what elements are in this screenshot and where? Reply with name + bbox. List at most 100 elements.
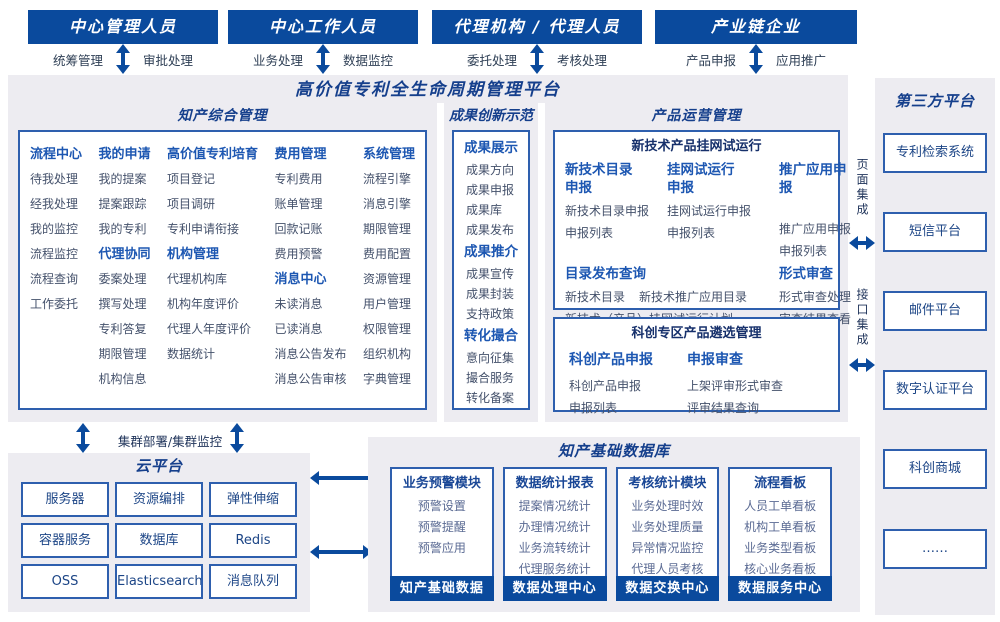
- group-title: 成果展示: [464, 140, 518, 156]
- menu-group-items: 上架评审形式审查评审结果查询: [687, 375, 783, 419]
- menu-item: 流程引擎: [362, 172, 411, 186]
- actor-sub-row: 产品申报 应用推广: [655, 44, 857, 74]
- module-items: 提案情况统计办理情况统计业务流转统计代理服务统计: [505, 496, 605, 580]
- actor-agency: 代理机构 / 代理人员 委托处理 考核处理: [432, 10, 642, 74]
- group-title: 目录发布查询: [565, 266, 646, 282]
- menu-item: 新技术目录: [565, 290, 626, 304]
- vertical-double-arrow-icon: [81, 432, 85, 444]
- menu-item: 项目调研: [166, 197, 215, 211]
- module-item: 机构工单看板: [744, 520, 817, 534]
- menu-item: 新技术推广应用目录: [639, 290, 748, 304]
- menu-group: 挂网试运行 申报 挂网试运行申报申报列表: [667, 158, 773, 262]
- actor-industry-enterprise: 产业链企业 产品申报 应用推广: [655, 10, 857, 74]
- db-footer-button: 数据交换中心: [615, 576, 720, 601]
- platform-title: 高价值专利全生命周期管理平台: [8, 75, 848, 103]
- module-item: 提案情况统计: [518, 499, 591, 513]
- menu-item: 代理机构库: [166, 272, 227, 286]
- menu-item: 用户管理: [362, 297, 411, 311]
- menu-group-items: 待我处理经我处理我的监控流程监控流程查询工作委托: [30, 167, 82, 317]
- panel-ip-management: 知产综合管理 流程中心 待我处理经我处理我的监控流程监控流程查询工作委托 我的申…: [8, 103, 437, 422]
- integration-label-api: 接口集成: [855, 288, 869, 348]
- module-item: 预警提醒: [417, 520, 466, 534]
- menu-item: 回款记账: [274, 222, 323, 236]
- menu-column: 高价值专利培育 项目登记项目调研专利申请衔接 机构管理 代理机构库机构年度评价代…: [167, 142, 258, 408]
- menu-group-items: 成果方向成果申报成果库成果发布: [454, 160, 528, 240]
- menu-group: 科创产品申报 科创产品申报申报列表: [569, 345, 653, 419]
- menu-item: 组织机构: [362, 347, 411, 361]
- menu-group-items: 新技术目录申报申报列表: [565, 200, 661, 244]
- actor-sub-label: 委托处理: [466, 52, 517, 68]
- cloud-service-box: 消息队列: [209, 564, 297, 599]
- module-items: 预警设置预警提醒预警应用: [392, 496, 492, 559]
- cloud-service-box: Elasticsearch: [115, 564, 203, 599]
- cloud-service-box: 弹性伸缩: [209, 482, 297, 517]
- module-items: 人员工单看板机构工单看板业务类型看板核心业务看板: [730, 496, 830, 580]
- group-title: 挂网试运行 申报: [667, 162, 735, 196]
- group-title: 系统管理: [362, 147, 415, 162]
- menu-item: 我的提案: [98, 172, 147, 186]
- menu-item: 申报列表: [569, 401, 618, 415]
- menu-item: 我的专利: [98, 222, 147, 236]
- db-module: 流程看板 人员工单看板机构工单看板业务类型看板核心业务看板: [728, 467, 832, 582]
- actor-sub-label: 应用推广: [776, 52, 827, 68]
- panel-title: 云平台: [134, 457, 183, 475]
- module-item: 预警应用: [417, 541, 466, 555]
- third-party-box: 科创商城: [883, 449, 987, 489]
- module-title: 流程看板: [754, 476, 807, 491]
- third-party-box: 短信平台: [883, 212, 987, 252]
- menu-item: 挂网试运行申报: [667, 204, 752, 218]
- menu-item: 形式审查处理: [779, 290, 852, 304]
- menu-group: 新技术目录 申报 新技术目录申报申报列表: [565, 158, 661, 262]
- menu-group-items: 意向征集撮合服务转化备案: [454, 348, 528, 408]
- db-module: 业务预警模块 预警设置预警提醒预警应用: [390, 467, 494, 582]
- third-party-box: ……: [883, 529, 987, 569]
- menu-item: 字典管理: [362, 372, 411, 386]
- group-title: 推广应用申报: [779, 162, 847, 196]
- group-title: 申报审查: [687, 352, 743, 368]
- menu-item: 消息公告审核: [274, 372, 347, 386]
- menu-item: 意向征集: [466, 351, 515, 365]
- menu-group-items: 成果宣传成果封装支持政策: [454, 264, 528, 324]
- menu-item: 已读消息: [274, 322, 323, 336]
- menu-item: 经我处理: [30, 197, 79, 211]
- menu-group-items: 我的提案提案跟踪我的专利: [98, 167, 150, 242]
- menu-group-items: 推广应用申报申报列表: [779, 218, 851, 262]
- menu-item: 专利申请衔接: [166, 222, 239, 236]
- menu-item: 成果库: [466, 203, 503, 217]
- menu-column: 我的申请 我的提案提案跟踪我的专利 代理协同 委案处理撰写处理专利答复期限管理机…: [98, 142, 150, 408]
- menu-item: 转化备案: [466, 391, 515, 405]
- vertical-double-arrow-icon: [321, 53, 325, 65]
- module-item: 代理人员考核: [631, 562, 704, 576]
- group-title: 转化撮合: [464, 328, 518, 344]
- vertical-double-arrow-icon: [235, 432, 239, 444]
- menu-item: 撰写处理: [98, 297, 147, 311]
- menu-item: 数据统计: [166, 347, 215, 361]
- panel-title: 知产综合管理: [177, 108, 268, 124]
- group-title: 我的申请: [98, 147, 151, 162]
- actor-sub-label: 产品申报: [685, 52, 736, 68]
- actor-sub-label: 考核处理: [557, 52, 608, 68]
- module-items: 业务处理时效业务处理质量异常情况监控代理人员考核: [618, 496, 718, 580]
- menu-item: 专利费用: [274, 172, 323, 186]
- menu-item: 账单管理: [274, 197, 323, 211]
- group-title: 成果推介: [464, 244, 518, 260]
- module-item: 异常情况监控: [631, 541, 704, 555]
- vertical-double-arrow-icon: [535, 53, 539, 65]
- menu-column: 流程中心 待我处理经我处理我的监控流程监控流程查询工作委托: [30, 142, 82, 408]
- menu-item: 流程查询: [30, 272, 79, 286]
- module-title: 数据统计报表: [515, 476, 594, 491]
- group-title: 消息中心: [274, 272, 327, 287]
- db-modules-grid: 业务预警模块 预警设置预警提醒预警应用 数据统计报表 提案情况统计办理情况统计业…: [390, 467, 832, 582]
- ip-management-box: 流程中心 待我处理经我处理我的监控流程监控流程查询工作委托 我的申请 我的提案提…: [18, 130, 427, 410]
- menu-item: 专利答复: [98, 322, 147, 336]
- menu-item: 申报列表: [667, 226, 716, 240]
- menu-item: 我的监控: [30, 222, 79, 236]
- menu-item: 申报列表: [565, 226, 614, 240]
- module-item: 业务类型看板: [744, 541, 817, 555]
- panel-title: 知产基础数据库: [557, 442, 670, 460]
- menu-column: 费用管理 专利费用账单管理回款记账费用预警 消息中心 未读消息已读消息消息公告发…: [274, 142, 346, 408]
- menu-item: 成果方向: [466, 163, 515, 177]
